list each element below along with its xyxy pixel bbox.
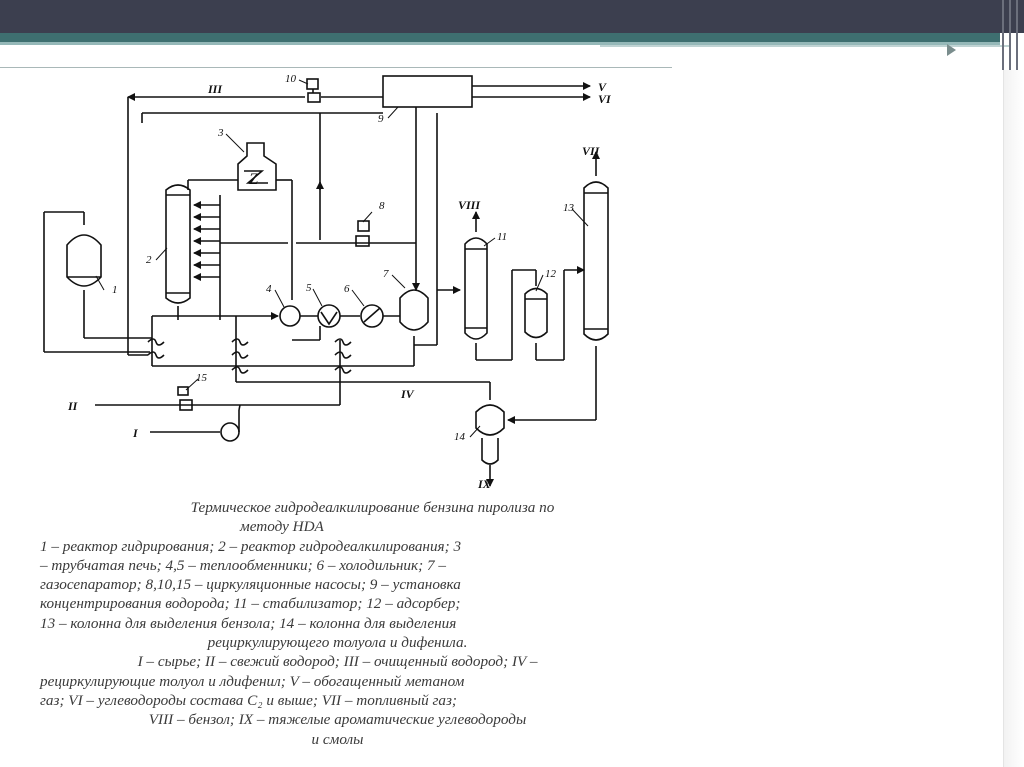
label-equipment-13: 13: [563, 202, 575, 214]
slide-right-shadow: [1004, 70, 1024, 767]
caption-legend-line: газ; VI – углеводороды состава С₂ и выше…: [40, 691, 457, 709]
stream-label-VII: VII: [582, 144, 601, 158]
recycle-column-14: [475, 404, 505, 436]
label-equipment-7: 7: [383, 268, 389, 280]
furnace-coil-symbol: Z: [249, 171, 259, 188]
heat-exchanger-4: [279, 305, 301, 327]
label-equipment-3: 3: [217, 127, 224, 139]
gas-separator-7: [399, 289, 429, 331]
stream-label-VI: VI: [598, 92, 612, 106]
caption-legend-line: и смолы: [311, 730, 364, 748]
label-equipment-6: 6: [344, 283, 350, 295]
caption-legend-line: газосепаратор; 8,10,15 – циркуляционные …: [40, 576, 461, 594]
caption-legend-line: рециркулирующего толуола и дифенила.: [207, 634, 468, 652]
hydrogen-concentration-unit-9: [382, 75, 473, 108]
label-equipment-10: 10: [285, 73, 297, 85]
label-equipment-8: 8: [379, 200, 385, 212]
label-equipment-11: 11: [497, 231, 507, 243]
reactor-1: [66, 234, 102, 287]
slide-accent-stripe: [0, 33, 1000, 42]
stream-label-III: III: [207, 82, 223, 96]
caption-legend-line: VIII – бензол; IX – тяжелые ароматически…: [148, 711, 527, 729]
caption-title: Термическое гидродеалкилирование бензина…: [190, 499, 555, 516]
caption-legend-line: – трубчатая печь; 4,5 – теплообменники; …: [40, 556, 446, 574]
slide-edge-line: [1016, 0, 1018, 70]
reactor-2: [165, 184, 191, 304]
stream-label-IV: IV: [400, 387, 415, 401]
stream-label-V: V: [598, 80, 607, 94]
label-equipment-14: 14: [454, 431, 466, 443]
slide-divider: [0, 67, 672, 68]
stream-label-IX: IX: [477, 477, 492, 491]
pump-8: [357, 220, 370, 232]
figure-caption: Термическое гидродеалкилирование бензина…: [40, 498, 635, 749]
feed-pump: [220, 422, 240, 442]
slide-right-border: [1003, 70, 1004, 767]
caption-legend-line: концентрирования водорода; 11 – стабилиз…: [40, 595, 461, 613]
slide-edge-line: [1002, 0, 1004, 70]
benzene-column-13: [583, 181, 609, 341]
stabilizer-11: [464, 237, 488, 340]
caption-legend-line: 13 – колонна для выделения бензола; 14 –…: [40, 614, 457, 632]
stream-label-I: I: [132, 426, 139, 440]
tube-furnace-3: [237, 142, 277, 191]
label-equipment-2: 2: [146, 254, 152, 266]
caption-legend-line: I – сырье; II – свежий водород; III – оч…: [137, 653, 538, 671]
slide-header-bar: [0, 0, 1024, 33]
pump-10: [306, 78, 319, 90]
pump-15: [177, 386, 189, 396]
slide-accent-stripe-thin: [600, 45, 1010, 47]
stream-label-VIII: VIII: [458, 198, 481, 212]
label-equipment-5: 5: [306, 282, 312, 294]
label-equipment-1: 1: [112, 284, 118, 296]
caption-legend-line: 1 – реактор гидрирования; 2 – реактор ги…: [40, 537, 462, 555]
slide-accent-stripe-light: [0, 42, 1000, 45]
label-equipment-15: 15: [196, 372, 208, 384]
label-equipment-4: 4: [266, 283, 272, 295]
label-equipment-12: 12: [545, 268, 557, 280]
slide-edge-line: [1009, 0, 1011, 70]
adsorber-12: [524, 287, 548, 339]
caption-legend-line: рециркулирующие толуол и лдифенил; V – о…: [40, 672, 465, 690]
stream-label-II: II: [67, 399, 79, 413]
label-equipment-9: 9: [378, 113, 384, 125]
caption-title-cont: методу HDA: [240, 518, 324, 536]
slide-arrow-marker: [947, 44, 956, 56]
